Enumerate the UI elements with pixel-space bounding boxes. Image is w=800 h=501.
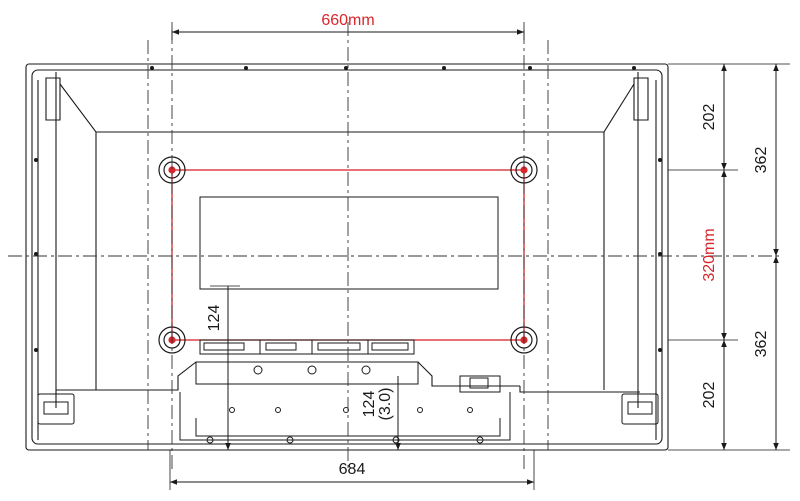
stand-bracket	[195, 361, 501, 393]
speaker-feet	[37, 393, 659, 425]
label-window	[199, 196, 499, 290]
dimension-vesa-horizontal: 660mm	[172, 12, 524, 35]
dim-label-202-upper: 202	[701, 104, 718, 131]
dim-label-124-center: 124	[361, 391, 378, 418]
dim-label-202-lower: 202	[701, 382, 718, 409]
bottom-stand-region	[179, 392, 511, 444]
dim-label-362-upper: 362	[753, 147, 770, 174]
dim-label-320: 320mm	[701, 228, 718, 281]
dim-label-362-lower: 362	[753, 331, 770, 358]
edge-screws	[34, 66, 662, 352]
tv-cabinet-outline	[25, 63, 669, 451]
center-lines	[8, 22, 780, 470]
dimension-center-124: 124 (3.0)	[361, 376, 401, 450]
dim-label-124-left: 124	[206, 305, 223, 332]
dim-label-660: 660mm	[321, 12, 374, 29]
connector-panel	[199, 339, 415, 355]
dim-label-3-0: (3.0)	[377, 388, 394, 421]
dimension-left-124: 124	[206, 285, 240, 450]
dim-label-684: 684	[339, 461, 366, 478]
dimension-bottom-width: 684	[170, 461, 534, 485]
